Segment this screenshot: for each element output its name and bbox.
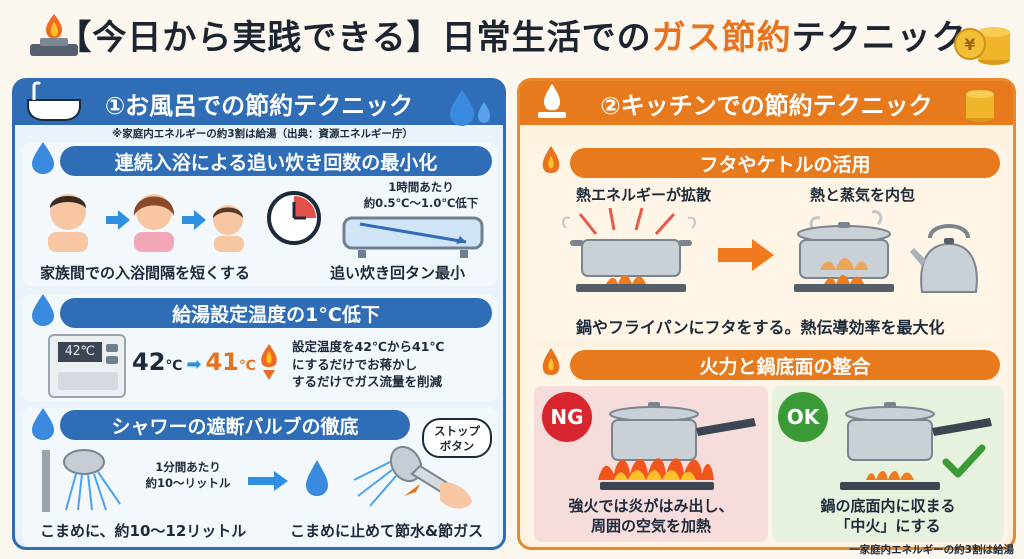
kitchen-section1-title: フタやケトルの活用	[570, 148, 1000, 178]
ok-caption: 鍋の底面内に収まる「中火」にする	[820, 497, 956, 536]
single-drop-icon	[302, 458, 332, 498]
kitchen-panel-header: ②キッチンでの節約テクニック	[520, 81, 1013, 125]
shower-head-icon	[36, 444, 136, 516]
shower-rate-note: 1分間あたり約10〜リットル	[145, 460, 231, 490]
section3-title: シャワーの遮断バルブの徹底	[60, 410, 410, 440]
temp-change: 42 ℃ ➡ 41 ℃	[132, 348, 256, 376]
arrow-right-icon: ➡	[186, 354, 202, 375]
temp-to-unit: ℃	[238, 358, 256, 374]
stop-button-bubble: ストップボタン	[422, 418, 492, 458]
heat-retained-label: 熱と蒸気を内包	[810, 186, 916, 204]
water-drops-icon	[444, 88, 494, 128]
arrow-right-icon	[716, 238, 776, 272]
coin-stack-icon	[960, 84, 1000, 124]
gas-burner-icon	[24, 10, 84, 62]
bathtub-icon	[24, 80, 84, 124]
pot-medium-flame-illustration	[830, 396, 1000, 496]
heat-dissipating-label: 熱エネルギーが拡散	[576, 186, 712, 204]
coins-icon: ¥	[950, 14, 1014, 70]
ng-caption: 強火では炎がはみ出し、周囲の空気を加熱	[568, 497, 734, 536]
section1-caption-right: 追い炊き回タン最小	[330, 264, 466, 282]
pot-high-flame-illustration	[594, 396, 762, 496]
kettle-illustration	[908, 214, 990, 298]
kitchen-section1-caption: 鍋やフライパンにフタをする。熱伝導効率を最大化	[576, 318, 945, 337]
temp-to: 41	[205, 348, 239, 376]
controller-display: 42℃	[58, 342, 102, 362]
flame-down-icon	[256, 342, 282, 382]
footer-note: 一家庭内エネルギーの約3割は給湯	[849, 544, 1014, 556]
kitchen-section2-title: 火力と鍋底面の整合	[570, 350, 1000, 380]
section3-drop-icon	[28, 406, 58, 442]
temp-from: 42	[132, 348, 166, 376]
ok-badge: OK	[778, 392, 828, 442]
temp-setting-desc: 設定温度を42℃から41℃ にするだけでお蒋かし するだけでガス流量を削減	[292, 339, 445, 389]
temp-drop-note: 1時間あたり約0.5℃〜1.0℃低下	[363, 180, 479, 210]
clock-icon	[266, 190, 322, 246]
bath-source-note: ※家庭内エネルギーの約3割は給湯（出典：資源エネルギー庁）	[112, 128, 414, 140]
hand-shower-icon	[350, 440, 486, 516]
section1-caption-left: 家族間での入浴間隔を短くする	[40, 264, 251, 282]
water-heater-controller: 42℃	[48, 334, 126, 398]
section1-title: 連続入浴による追い炊き回数の最小化	[60, 146, 492, 176]
section2-title: 給湯設定温度の1°C低下	[60, 298, 492, 328]
section1-drop-icon	[28, 140, 58, 176]
family-bathing-illustration	[42, 182, 252, 254]
uncovered-pot-illustration	[556, 200, 706, 298]
temp-from-unit: ℃	[165, 358, 183, 374]
svg-text:¥: ¥	[964, 35, 975, 54]
arrow-right-icon	[246, 470, 290, 492]
controller-keypad[interactable]	[58, 372, 118, 390]
ng-badge: NG	[542, 392, 592, 442]
controller-button-b[interactable]	[106, 356, 118, 364]
section1-flame-icon	[536, 144, 566, 180]
section3-caption-right: こまめに止めて節水&節ガス	[290, 522, 484, 540]
title-highlight: ガス節約	[651, 18, 792, 58]
covered-pot-illustration	[784, 200, 904, 298]
page-title: 【今日から実践できる】日常生活でのガス節約テクニック	[57, 18, 967, 58]
stove-flame-icon	[532, 82, 572, 122]
section2-flame-icon	[536, 346, 566, 382]
section3-caption-left: こまめに、約10〜12リットル	[40, 522, 247, 540]
controller-button-a[interactable]	[106, 344, 118, 352]
section2-drop-icon	[28, 292, 58, 328]
bathtub-temperature-illustration	[338, 212, 488, 260]
bath-panel-header: ①お風呂での節約テクニック	[15, 81, 503, 125]
